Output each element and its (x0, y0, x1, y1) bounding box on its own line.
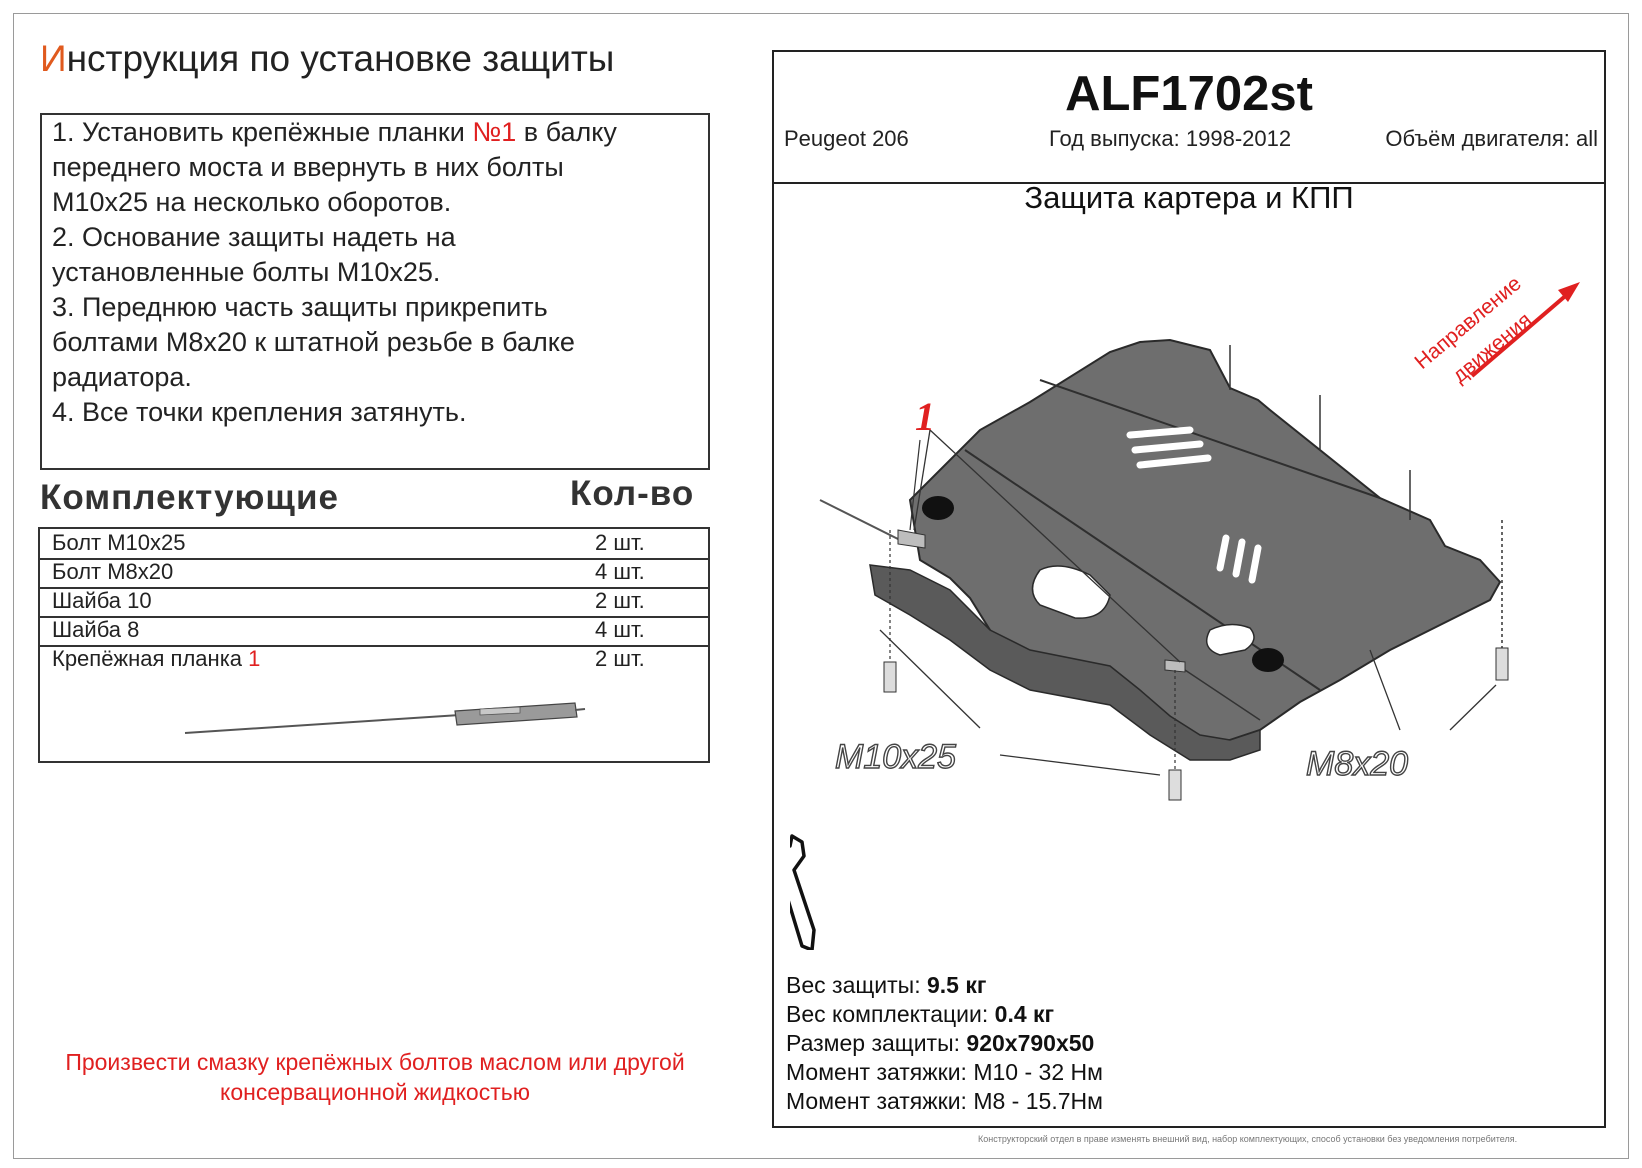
direction-arrow: Направление движения (1410, 272, 1580, 387)
part-number-ref: №1 (472, 117, 517, 147)
page-frame (13, 13, 1629, 1159)
m10-label: M10x25 (835, 738, 956, 776)
part-title: Защита картера и КПП (1024, 180, 1354, 215)
table-row: Болт М8х20 4 шт. (40, 558, 708, 589)
step-1-text-end: в балку (516, 117, 617, 147)
step-3-line-2: болтами М8х20 к штатной резьбе в балке (52, 327, 575, 357)
size-label: Размер защиты: (786, 1030, 967, 1056)
skid-plate-drawing: Направление движения (790, 272, 1580, 950)
kit-label: Вес комплектации: (786, 1001, 995, 1027)
bracket-number: 1 (248, 646, 261, 671)
step-2-line-1: 2. Основание защиты надеть на (52, 222, 456, 252)
part-name: Шайба 10 (52, 588, 152, 613)
part-qty: 4 шт. (595, 617, 645, 642)
bracket-name: Крепёжная планка (52, 646, 249, 671)
weight-value: 9.5 кг (926, 972, 987, 998)
weight-label: Вес защиты: (786, 972, 927, 998)
vent-slots-upper (1126, 426, 1212, 469)
torque-label: Момент затяжки: (786, 1088, 974, 1114)
spec-weight: Вес защиты: 9.5 кг (786, 972, 986, 999)
parts-heading: Комплектующие (40, 478, 339, 517)
part-qty: 2 шт. (595, 588, 645, 613)
year-range: Год выпуска: 1998-2012 (1049, 126, 1292, 151)
page-title: Инструкция по установке защиты (40, 38, 614, 80)
skid-plate (869, 338, 1502, 761)
part-qty: 4 шт. (595, 559, 645, 584)
table-row: Крепёжная планка 1 2 шт. (40, 645, 708, 761)
part-name: Шайба 8 (52, 617, 140, 642)
table-row: Болт М10х25 2 шт. (40, 529, 708, 560)
torque-value: М8 - 15.7Нм (973, 1088, 1103, 1114)
spec-torque-m8: Момент затяжки: М8 - 15.7Нм (786, 1088, 1103, 1115)
bracket-illustration (184, 702, 586, 734)
step-2-line-2: установленные болты М10х25. (52, 257, 441, 287)
kit-value: 0.4 кг (994, 1001, 1055, 1027)
m8-label: M8x20 (1306, 745, 1408, 783)
spec-torque-m10: Момент затяжки: М10 - 32 Нм (786, 1059, 1103, 1086)
part-qty: 2 шт. (595, 530, 645, 555)
step-3-line-1: 3. Переднюю часть защиты прикрепить (52, 292, 548, 322)
parts-table: Болт М10х25 2 шт. Болт М8х20 4 шт. Шайба… (38, 527, 710, 763)
product-header: ALF1702st Peugeot 206 Год выпуска: 1998-… (774, 52, 1604, 184)
title-text: нструкция по установке защиты (66, 38, 615, 79)
torque-label: Момент затяжки: (786, 1059, 974, 1085)
step-1-line-3: М10х25 на несколько оборотов. (52, 187, 452, 217)
step-1-line-2: переднего моста и ввернуть в них болты (52, 152, 564, 182)
note-line-1: Произвести смазку крепёжных болтов масло… (65, 1049, 685, 1075)
leader-lines (879, 429, 1497, 776)
wrench-icon (790, 834, 816, 950)
car-model: Peugeot 206 (784, 126, 909, 151)
size-value: 920х790х50 (966, 1030, 1095, 1056)
product-sheet: ALF1702st Peugeot 206 Год выпуска: 1998-… (772, 50, 1606, 1128)
torque-value: М10 - 32 Нм (973, 1059, 1103, 1085)
part-label-1: 1 (915, 394, 935, 439)
part-name: Крепёжная планка 1 (52, 646, 260, 672)
engine-volume: Объём двигателя: all (1385, 126, 1598, 151)
product-code: ALF1702st (1065, 67, 1313, 121)
step-3-line-3: радиатора. (52, 362, 192, 392)
top-bolt-lines (1229, 345, 1503, 648)
note-line-2: консервационной жидкостью (220, 1079, 530, 1105)
table-row: Шайба 10 2 шт. (40, 587, 708, 618)
spec-kit-weight: Вес комплектации: 0.4 кг (786, 1001, 1054, 1028)
part-qty: 2 шт. (595, 646, 645, 671)
disclaimer: Конструкторский отдел в праве изменять в… (978, 1134, 1518, 1144)
title-initial: И (40, 38, 67, 79)
step-1-text: 1. Установить крепёжные планки (52, 117, 473, 147)
part-name: Болт М10х25 (52, 530, 186, 555)
step-1-line-1: 1. Установить крепёжные планки №1 в балк… (52, 115, 617, 150)
bracket-center (1164, 659, 1261, 801)
vent-slots-lower (1216, 534, 1262, 584)
qty-heading: Кол-во (570, 474, 695, 513)
step-4: 4. Все точки крепления затянуть. (52, 397, 467, 427)
part-name: Болт М8х20 (52, 559, 174, 584)
bolt-right (1495, 647, 1509, 681)
table-row: Шайба 8 4 шт. (40, 616, 708, 647)
spec-size: Размер защиты: 920х790х50 (786, 1030, 1094, 1057)
instructions-box: 1. Установить крепёжные планки №1 в балк… (40, 113, 710, 470)
lubrication-note: Произвести смазку крепёжных болтов масло… (40, 1047, 710, 1107)
